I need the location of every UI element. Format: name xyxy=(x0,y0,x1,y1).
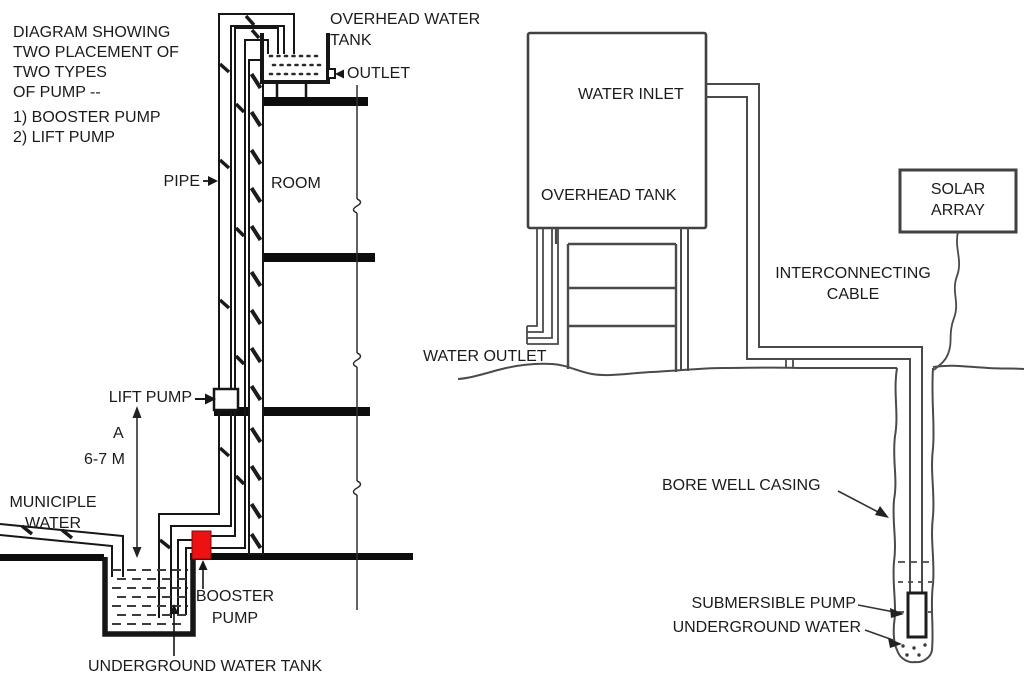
arrow-up-icon xyxy=(132,406,142,418)
tank-stand xyxy=(554,228,689,372)
outlet-downpipe-line xyxy=(352,85,362,610)
building-section xyxy=(0,13,413,656)
overhead-water-tank-label: OVERHEAD WATER TANK xyxy=(330,9,480,51)
municipal-pipe xyxy=(0,523,124,577)
lift-pump-arrow-icon xyxy=(205,393,216,405)
room-label: ROOM xyxy=(271,175,321,192)
overhead-water-tank xyxy=(260,33,336,97)
pump-riser-outer xyxy=(211,27,279,537)
tank-outlet-fitting xyxy=(327,68,336,79)
outlet-label: OUTLET xyxy=(347,65,411,82)
overhead-tank-label: OVERHEAD TANK xyxy=(541,187,677,204)
solar-array-box xyxy=(898,168,1018,234)
floor-slabs xyxy=(0,97,413,561)
delivery-pipe-inner xyxy=(170,25,285,618)
submersible-pump-label: SUBMERSIBLE PUMP xyxy=(691,595,856,612)
title-line: OF PUMP -- xyxy=(13,84,101,101)
delivery-pipe-outer xyxy=(158,13,295,618)
building-wall xyxy=(248,59,264,555)
second-floor-slab xyxy=(250,253,375,262)
pipe-joint-ticks xyxy=(20,14,261,550)
bore-well-casing-label: BORE WELL CASING xyxy=(662,477,821,494)
dimension-height-label: 6-7 M xyxy=(84,451,125,468)
lift-pump-label: LIFT PUMP xyxy=(108,389,192,406)
underground-water-tank xyxy=(102,557,196,637)
suction-pipe xyxy=(177,539,192,615)
list-item: 1) BOOSTER PUMP xyxy=(13,109,161,126)
booster-arrow-icon xyxy=(198,560,208,570)
suction-pipe xyxy=(185,547,192,615)
title-line: DIAGRAM SHOWING xyxy=(13,24,171,41)
lift-pump-box xyxy=(212,387,240,412)
label-line: ARRAY xyxy=(931,202,985,219)
label-line: PUMP xyxy=(211,610,259,627)
label-line: CABLE xyxy=(826,286,880,303)
riser-pipes xyxy=(0,13,295,618)
bore-casing-arrow-icon xyxy=(875,506,889,518)
pump-type-list: 1) BOOSTER PUMP 2) LIFT PUMP xyxy=(13,108,161,148)
tank-water-dashes xyxy=(112,569,188,625)
underground-water-label: UNDERGROUND WATER xyxy=(672,619,861,636)
water-outlet-label: WATER OUTLET xyxy=(423,348,547,365)
municipal-pipe xyxy=(0,534,113,577)
underground-tank-arrow-icon xyxy=(169,604,179,614)
pipe-label: PIPE xyxy=(163,173,200,190)
pipe-break-symbol xyxy=(352,480,362,496)
label-line: TANK xyxy=(330,32,372,49)
diagram-title: DIAGRAM SHOWING TWO PLACEMENT OF TWO TYP… xyxy=(13,23,179,103)
label-line: SOLAR xyxy=(930,181,986,198)
municipal-water-label: MUNICIPLE WATER xyxy=(0,492,106,534)
label-line: OVERHEAD WATER xyxy=(330,11,481,28)
label-line: INTERCONNECTING xyxy=(775,265,931,282)
submersible-arrow-icon xyxy=(890,608,904,618)
ground-line-right xyxy=(190,553,413,560)
arrow-down-icon xyxy=(132,547,142,558)
tank-water-dots xyxy=(268,54,324,76)
ground-surface xyxy=(457,362,1024,380)
title-line: TWO PLACEMENT OF xyxy=(13,44,179,61)
ground-line-left xyxy=(0,554,104,561)
booster-pump-label: BOOSTER PUMP xyxy=(187,586,283,630)
water-inlet-label: WATER INLET xyxy=(578,86,684,103)
dimension-letter-label: A xyxy=(113,425,124,442)
booster-pump-box xyxy=(191,530,212,560)
interconnecting-cable-label: INTERCONNECTING CABLE xyxy=(762,263,944,305)
label-line: BOOSTER xyxy=(195,588,275,605)
pipe-break-symbol xyxy=(352,198,362,214)
solar-pump-system xyxy=(457,31,1024,664)
outlet-arrow-icon xyxy=(335,69,344,79)
solar-array-label: SOLAR ARRAY xyxy=(900,179,1016,221)
interconnecting-cable-line xyxy=(933,231,961,371)
bore-well-casing-walls xyxy=(892,367,935,664)
list-item: 2) LIFT PUMP xyxy=(13,129,115,146)
overhead-tank-box xyxy=(526,31,708,230)
roof-slab xyxy=(250,97,368,106)
pump-riser-inner xyxy=(211,39,269,549)
underground-tank-label: UNDERGROUND WATER TANK xyxy=(88,658,323,675)
water-outlet-pipe xyxy=(526,228,559,345)
first-floor-slab xyxy=(214,407,370,416)
height-dimension-line xyxy=(132,406,142,558)
title-line: TWO TYPES xyxy=(13,64,107,81)
pipe-arrow-icon xyxy=(208,176,218,186)
label-line: WATER xyxy=(25,515,81,532)
inlet-pipe xyxy=(706,83,923,594)
underground-water-arrow-icon xyxy=(888,638,902,648)
leader-arrows xyxy=(169,69,344,656)
bore-well xyxy=(892,367,935,664)
leader-arrows-right xyxy=(837,490,904,648)
pipe-break-symbol xyxy=(352,352,362,368)
underground-water-dots xyxy=(901,643,927,657)
label-line: MUNICIPLE xyxy=(9,494,97,511)
submersible-pump-box xyxy=(906,591,928,639)
